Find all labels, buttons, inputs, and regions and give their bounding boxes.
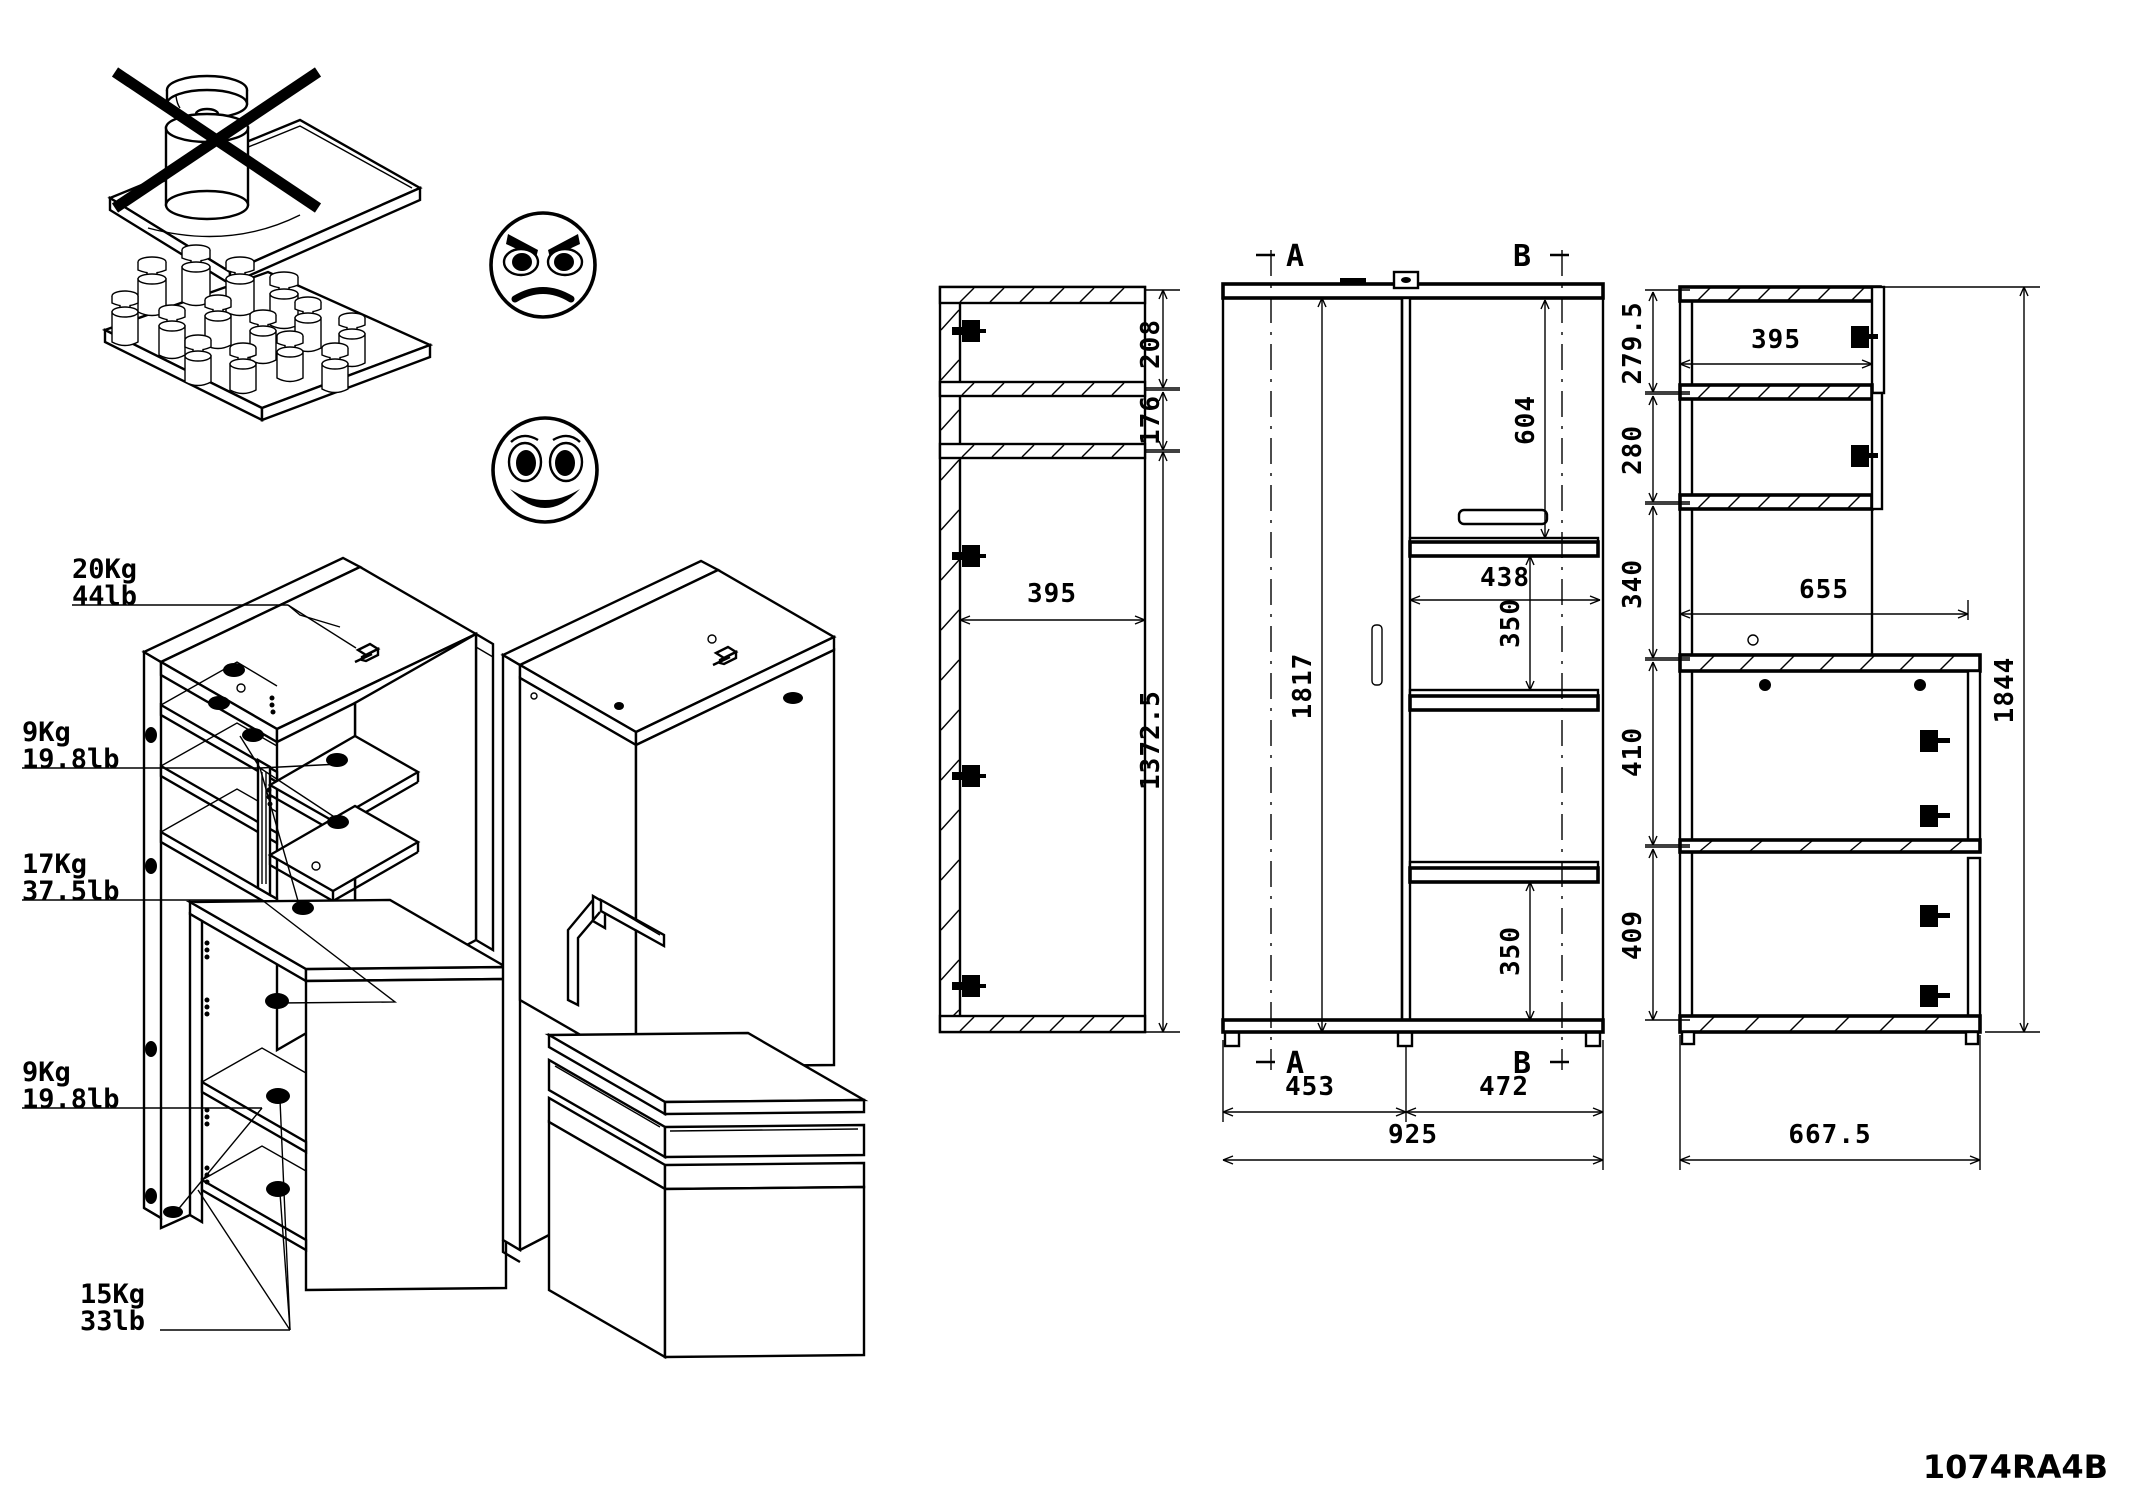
load-label-9kg-lower-lb: 19.8lb [22,1084,120,1115]
dim-280-label: 280 [1618,425,1648,475]
section-marker-b-top: B [1513,239,1531,274]
dim-438-label: 438 [1480,563,1530,593]
bad-load-illustration [107,67,423,288]
dim-395-side-label: 395 [1027,579,1077,609]
dim-1844 [1885,286,2040,1033]
dim-667-5 [1679,1035,1981,1170]
dim-1372-5-label: 1372.5 [1136,690,1166,790]
load-label-17kg-lb: 37.5lb [22,876,120,907]
dim-176 [1145,389,1180,451]
dim-350-lower [1525,881,1535,1021]
assembled-isometric [500,559,869,1360]
load-label-17kg-kg: 17Kg [22,849,87,880]
part-number: 1074RA4B [1923,1448,2108,1486]
hinge-fitting-icon [1920,985,1950,1007]
dim-208-label: 208 [1136,319,1166,369]
dim-279-5 [1645,289,1690,393]
cross-out-stroke-2 [111,67,322,213]
dim-1372-5 [1145,451,1180,1033]
dim-1817 [1317,297,1327,1033]
dim-395-side [959,610,1146,625]
dim-340 [1645,503,1690,659]
load-label-15kg-lb: 33lb [80,1306,145,1337]
dim-1817-label: 1817 [1288,653,1318,720]
dim-604-label: 604 [1511,395,1541,445]
right-section-view: 279.5 280 340 395 [1618,285,2040,1170]
dim-409 [1645,846,1690,1021]
dim-395-right [1679,352,1873,369]
dim-925 [1222,1155,1604,1165]
hinge-fitting-icon [952,545,986,567]
hinge-fitting-icon [1920,730,1950,752]
dim-655 [1679,600,1969,620]
dim-1844-label: 1844 [1990,657,2020,724]
load-label-9kg-lower-kg: 9Kg [22,1057,71,1088]
dim-280 [1645,393,1690,503]
hinge-fitting-icon [1851,326,1878,348]
hinge-fitting-icon [952,320,986,342]
load-leader-lines [22,604,398,1331]
dim-176-label: 176 [1136,395,1166,445]
section-marker-a-bottom: A [1286,1046,1304,1081]
dim-409-label: 409 [1618,910,1648,960]
dim-410 [1645,659,1690,846]
dim-410-label: 410 [1618,727,1648,777]
dim-350-middle [1525,555,1535,691]
section-marker-b-bottom: B [1513,1046,1531,1081]
smiley-face-icon [491,416,599,524]
good-load-illustration [101,244,434,422]
load-label-15kg-kg: 15Kg [80,1279,145,1310]
hinge-fitting-icon [1920,905,1950,927]
load-label-group: 20Kg 44lb 9Kg 19.8lb 17Kg 37.5lb 9Kg 19.… [22,554,145,1337]
front-section-view: A B A B 604 438 1817 [1221,239,1605,1170]
dim-350-lower-label: 350 [1496,926,1526,976]
dim-340-label: 340 [1618,559,1648,609]
load-label-9kg-upper-kg: 9Kg [22,717,71,748]
hinge-fitting-icon [1851,445,1878,467]
dim-453-label: 453 [1285,1072,1335,1102]
load-label-20kg-kg: 20Kg [72,554,137,585]
dim-279-5-label: 279.5 [1618,301,1648,384]
dim-925-label: 925 [1388,1120,1438,1150]
dim-350-middle-label: 350 [1496,598,1526,648]
section-marker-a-top: A [1286,239,1304,274]
distributed-weights-icon [111,244,366,395]
dim-438 [1409,595,1601,605]
angry-face-icon [489,211,597,319]
exploded-carcass-isometric [141,556,511,1292]
hinge-fitting-icon [952,765,986,787]
dim-472-label: 472 [1479,1072,1529,1102]
shelf-board-bad-icon [107,118,423,288]
dim-395-right-label: 395 [1751,325,1801,355]
hinge-fitting-icon [952,975,986,997]
dim-453 [1222,1040,1407,1122]
dim-604 [1540,299,1550,539]
dim-655-label: 655 [1799,575,1849,605]
hinge-fitting-icon [1920,805,1950,827]
load-label-9kg-upper-lb: 19.8lb [22,744,120,775]
load-label-20kg-lb: 44lb [72,581,137,612]
dim-472 [1405,1040,1604,1170]
dim-208 [1145,289,1180,389]
dim-667-5-label: 667.5 [1788,1120,1871,1150]
side-section-view: 208 176 395 1372.5 [938,285,1180,1034]
